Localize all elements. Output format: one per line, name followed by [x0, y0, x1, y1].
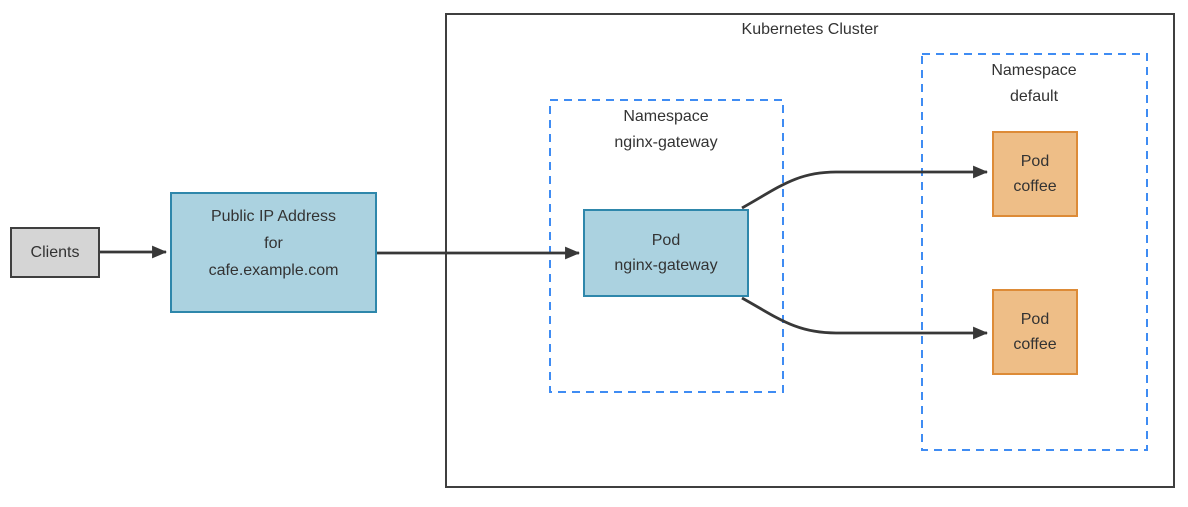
namespace-nginx-gateway-label: Namespace nginx-gateway [614, 108, 718, 151]
pod-coffee-top-node: Pod coffee [992, 131, 1078, 217]
kubernetes-cluster-title: Kubernetes Cluster [741, 21, 879, 38]
pod-nginx-gateway-node: Pod nginx-gateway [583, 209, 749, 297]
public-ip-node: Public IP Address for cafe.example.com [170, 192, 377, 313]
namespace-default-label: Namespace default [991, 62, 1077, 105]
pod-coffee-bottom-node: Pod coffee [992, 289, 1078, 375]
clients-node: Clients [10, 227, 100, 278]
